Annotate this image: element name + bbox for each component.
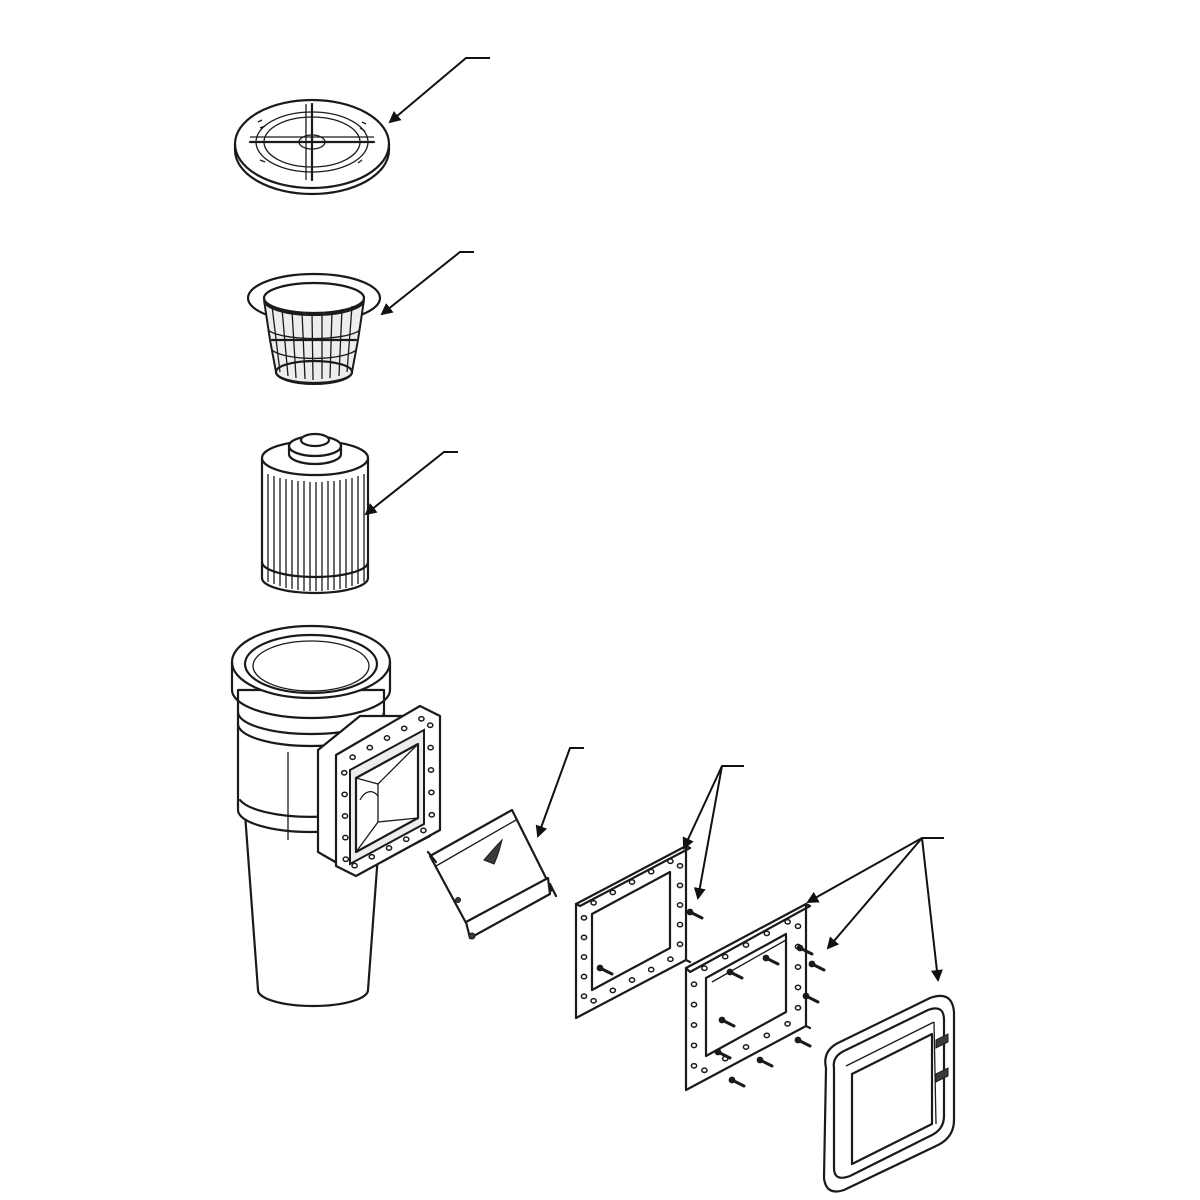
gasket-screw-hole (590, 997, 597, 1004)
mounting-gasket (574, 844, 692, 1020)
faceplate-screw-hole (784, 1020, 791, 1027)
flange-screw-hole (418, 715, 425, 722)
gasket-screw-hole (676, 941, 684, 948)
gasket-screw-hole (647, 868, 655, 875)
callout-gasket-screws (682, 765, 744, 900)
screw-head (756, 1056, 764, 1064)
gasket-screw-hole (628, 879, 636, 885)
screw-head (686, 908, 694, 916)
faceplate-screw-hole (742, 942, 750, 948)
flange-screw-hole (340, 769, 348, 776)
faceplate-screw-hole (701, 1067, 708, 1074)
flange-screw-hole (342, 834, 349, 841)
faceplate-screw-hole (690, 1062, 698, 1069)
flange-screw-hole (342, 856, 350, 863)
faceplate-screw-hole (690, 1042, 698, 1049)
flange-screw-hole (427, 767, 435, 773)
screw-head (726, 968, 734, 976)
faceplate-screw-hole (794, 1004, 802, 1011)
faceplate-screw-hole (784, 918, 791, 925)
filter-cartridge (260, 432, 370, 595)
faceplate-screw-hole (794, 964, 802, 970)
flange-screw-hole (366, 744, 374, 751)
flange-screw-hole (400, 725, 408, 732)
flange-screw-hole (402, 836, 410, 843)
flange-screw-hole (341, 813, 349, 819)
gasket-screw-hole (609, 987, 617, 994)
gasket-screw-hole (667, 956, 674, 963)
gasket-screw-hole (580, 973, 588, 980)
gasket-screw-hole (676, 862, 684, 869)
faceplate-screw-hole (794, 984, 802, 991)
gasket-screw-hole (580, 954, 588, 960)
flange-screw-hole (385, 845, 393, 851)
faceplate-cover (822, 994, 956, 1193)
flange-screw-hole (368, 853, 376, 860)
faceplate-screw-hole (763, 1032, 771, 1039)
faceplate-screw-hole (763, 930, 771, 937)
screw-head (714, 1048, 722, 1056)
weir-door (426, 808, 558, 940)
screw-head (762, 954, 770, 962)
flange-screw-hole (428, 811, 436, 818)
gasket-screw-hole (667, 858, 674, 865)
flange-screw-hole (427, 744, 434, 751)
skimmer-lid (233, 98, 391, 196)
gasket-screw-hole (628, 977, 636, 983)
screw-head (728, 1076, 736, 1084)
gasket-screw-hole (580, 993, 588, 1000)
gasket-screw-hole (580, 914, 588, 921)
screw-head (796, 944, 804, 952)
faceplate-screw-hole (794, 923, 802, 930)
faceplate-screw-hole (721, 953, 729, 960)
skimmer-basket (246, 272, 382, 385)
flange-screw-hole (420, 827, 427, 834)
flange-screw-hole (349, 754, 356, 761)
gasket-screw-hole (590, 899, 597, 906)
faceplate (596, 902, 826, 1092)
gasket-screw-hole (609, 889, 617, 896)
screw-head (794, 1036, 802, 1044)
screw-head (596, 964, 604, 972)
callout-basket (380, 251, 474, 316)
callout-weir (535, 747, 584, 838)
faceplate-screw-hole (690, 1001, 698, 1008)
gasket-screw-hole (580, 934, 588, 941)
callout-faceplate-kit (806, 837, 944, 982)
gasket-screw-hole (647, 966, 655, 973)
callout-lid (388, 57, 490, 124)
screw-head (718, 1016, 726, 1024)
flange-screw-hole (428, 789, 435, 796)
flange-screw-hole (426, 722, 434, 729)
screw-head (802, 992, 810, 1000)
gasket-screw-hole (676, 882, 684, 889)
screw-head (808, 960, 816, 968)
callout-cartridge (364, 451, 458, 516)
faceplate-screw-hole (701, 965, 708, 972)
skimmer-body (230, 624, 442, 1008)
flange-screw-hole (351, 862, 358, 869)
flange-screw-hole (341, 791, 348, 798)
faceplate-screw-hole (742, 1044, 750, 1050)
faceplate-screw-hole (690, 1022, 698, 1028)
flange-screw-hole (383, 735, 391, 741)
gasket-screw-hole (676, 902, 684, 908)
gasket-screw-hole (676, 921, 684, 928)
faceplate-screw-hole (690, 981, 698, 988)
